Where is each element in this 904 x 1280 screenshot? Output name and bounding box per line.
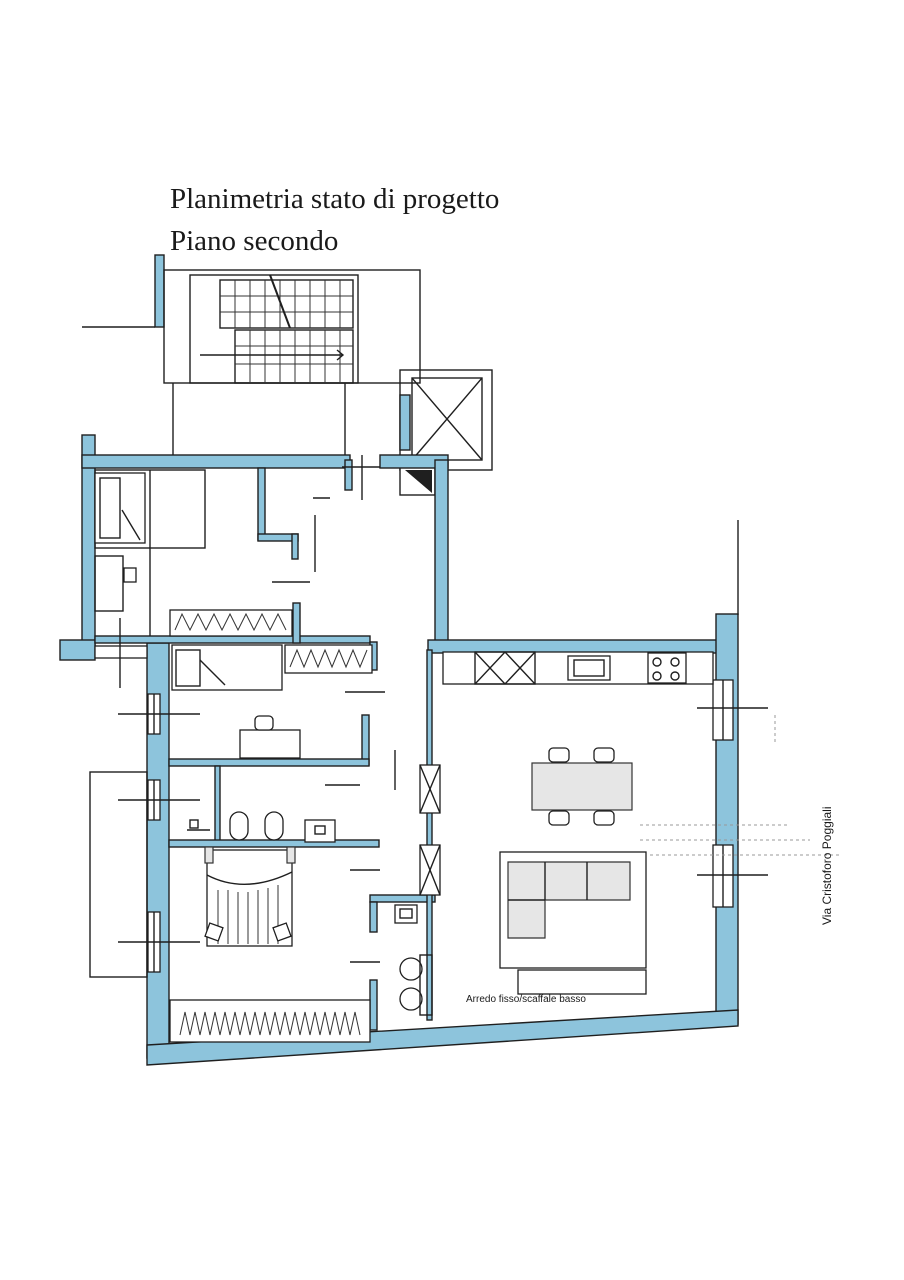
furniture-note-label: Arredo fisso/scaffale basso xyxy=(466,994,586,1005)
bidet-2 xyxy=(399,987,423,1011)
stair-treads xyxy=(220,280,353,383)
wardrobe-2 xyxy=(284,644,373,674)
low-shelf xyxy=(517,969,647,995)
chair-2 xyxy=(254,715,274,731)
bedroom-2 xyxy=(171,644,385,759)
toilet-1 xyxy=(229,811,249,841)
master-bedroom xyxy=(204,846,380,963)
title-block: Planimetria stato di progetto Piano seco… xyxy=(170,178,499,262)
desk-2 xyxy=(239,729,301,759)
dining-table xyxy=(531,762,633,811)
floor-subtitle: Piano secondo xyxy=(170,225,339,257)
kitchen xyxy=(442,651,714,685)
street-name-label: Via Cristoforo Poggiali xyxy=(820,806,834,925)
bathroom-1 xyxy=(187,750,396,843)
wardrobe-3 xyxy=(169,999,371,1043)
bathroom-2 xyxy=(394,904,433,1016)
staircase xyxy=(82,254,421,458)
wardrobe-1 xyxy=(169,609,293,637)
balcony xyxy=(89,771,148,978)
sofa xyxy=(499,851,647,969)
dining-table-group xyxy=(531,747,633,826)
faint-traces xyxy=(640,715,840,856)
plan-title: Planimetria stato di progetto xyxy=(170,183,500,215)
windows xyxy=(94,520,768,973)
single-bed-2 xyxy=(171,644,283,691)
sink-1 xyxy=(304,819,336,843)
toilet-2 xyxy=(399,957,423,981)
bidet-1 xyxy=(264,811,284,841)
chair-1 xyxy=(123,567,137,583)
cooktop xyxy=(647,652,687,684)
bedroom-1 xyxy=(94,455,380,636)
corridor-cabinets xyxy=(419,764,441,896)
sink-2 xyxy=(394,904,418,924)
interior-walls xyxy=(94,459,436,1031)
desk-1 xyxy=(94,555,124,612)
